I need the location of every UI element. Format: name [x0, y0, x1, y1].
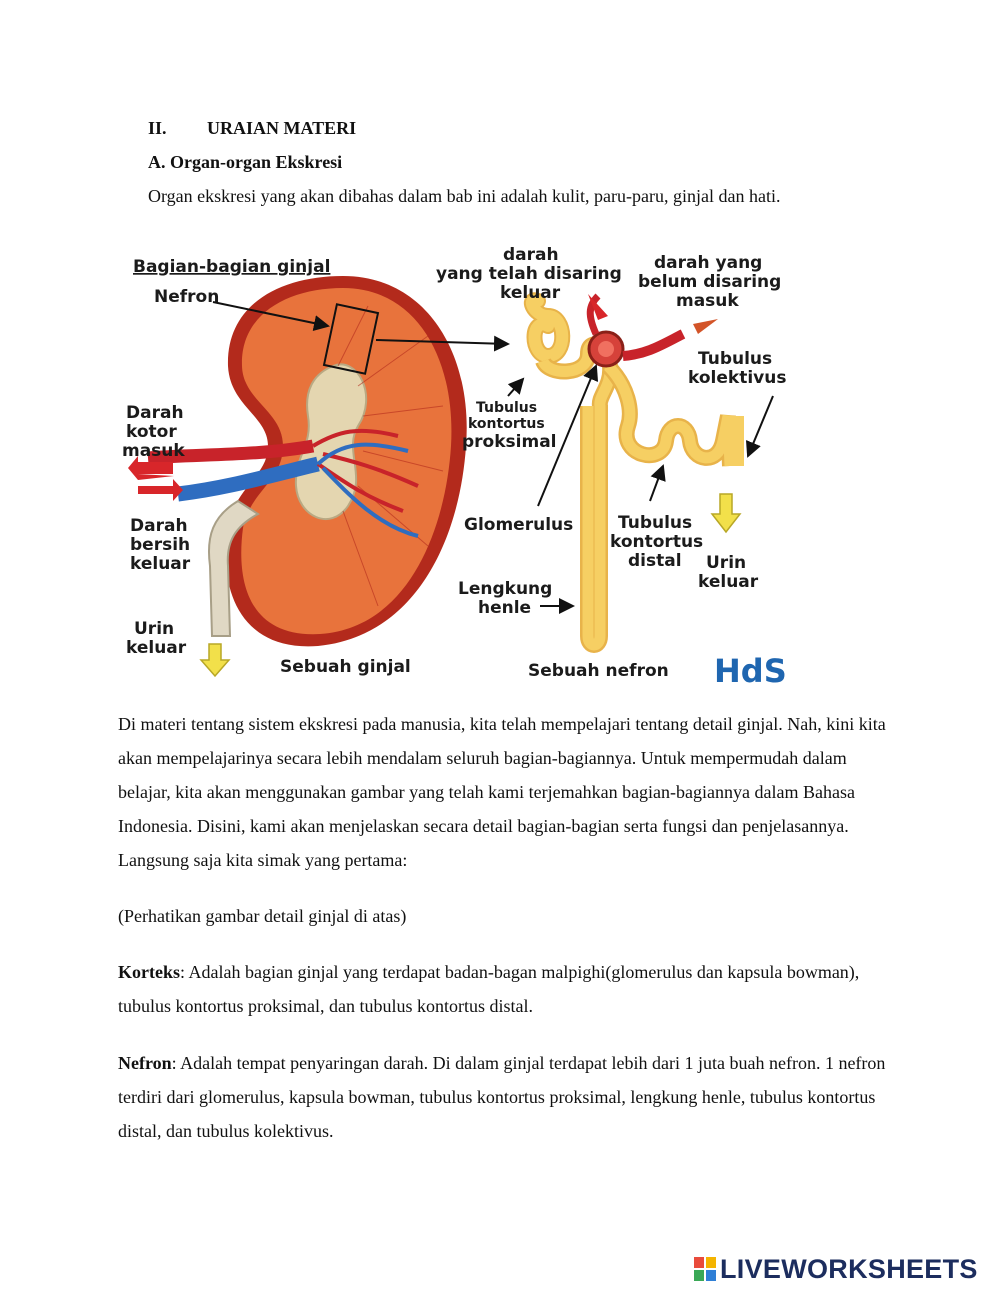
paragraph-nefron: Nefron: Adalah tempat penyaringan darah.…	[118, 1046, 898, 1148]
label-darah-belum-1: darah yang	[654, 253, 762, 273]
brand-name: LIVEWORKSHEETS	[720, 1254, 978, 1285]
label-tubulus-proksimal-2: kontortus	[468, 416, 545, 432]
liveworksheets-logo-icon	[694, 1257, 716, 1281]
label-urin-keluar-left-2: keluar	[126, 638, 187, 658]
label-darah-belum-3: masuk	[676, 291, 739, 311]
kidney-nephron-figure: Bagian-bagian ginjal Nefron Darah kotor …	[118, 236, 808, 696]
subsection-title: A. Organ-organ Ekskresi	[148, 152, 342, 173]
label-urin-keluar-right-2: keluar	[698, 572, 759, 592]
label-darah-bersih-keluar-2: bersih	[130, 535, 190, 555]
label-urin-keluar-left-1: Urin	[134, 619, 174, 639]
label-urin-keluar-right-1: Urin	[706, 553, 746, 573]
label-tubulus-kolektivus-1: Tubulus	[698, 349, 772, 369]
label-darah-kotor-masuk-2: kotor	[126, 422, 177, 442]
nephron-illustration	[532, 294, 736, 645]
label-darah-disaring-3: keluar	[500, 283, 561, 303]
label-nefron: Nefron	[154, 287, 219, 307]
label-sebuah-ginjal: Sebuah ginjal	[280, 657, 411, 677]
label-darah-kotor-masuk-3: masuk	[122, 441, 185, 461]
kidney-illustration	[128, 276, 467, 646]
label-sebuah-nefron: Sebuah nefron	[528, 661, 669, 681]
label-lengkung-henle-2: henle	[478, 598, 531, 618]
label-darah-disaring-2: yang telah disaring	[436, 264, 622, 284]
label-glomerulus: Glomerulus	[464, 515, 573, 535]
term-korteks: Korteks	[118, 962, 180, 982]
label-darah-belum-2: belum disaring	[638, 272, 781, 292]
figure-title: Bagian-bagian ginjal	[133, 257, 330, 277]
paragraph-intro-detail: Di materi tentang sistem ekskresi pada m…	[118, 707, 898, 877]
label-darah-bersih-keluar-1: Darah	[130, 516, 188, 536]
label-tubulus-kolektivus-2: kolektivus	[688, 368, 786, 388]
paragraph-note: (Perhatikan gambar detail ginjal di atas…	[118, 899, 898, 933]
label-tubulus-distal-2: kontortus	[610, 532, 703, 552]
label-darah-bersih-keluar-3: keluar	[130, 554, 191, 574]
label-tubulus-proksimal-1: Tubulus	[476, 400, 537, 416]
definition-korteks: : Adalah bagian ginjal yang terdapat bad…	[118, 962, 859, 1016]
label-tubulus-distal-1: Tubulus	[618, 513, 692, 533]
hds-watermark: HdS	[714, 652, 787, 690]
paragraph-korteks: Korteks: Adalah bagian ginjal yang terda…	[118, 955, 898, 1023]
section-title: URAIAN MATERI	[207, 118, 356, 139]
intro-text: Organ ekskresi yang akan dibahas dalam b…	[148, 186, 780, 207]
label-tubulus-distal-3: distal	[628, 551, 682, 571]
label-lengkung-henle-1: Lengkung	[458, 579, 552, 599]
label-tubulus-proksimal-3: proksimal	[462, 432, 557, 452]
term-nefron: Nefron	[118, 1053, 172, 1073]
label-darah-disaring-1: darah	[503, 245, 559, 265]
definition-nefron: : Adalah tempat penyaringan darah. Di da…	[118, 1053, 885, 1141]
label-darah-kotor-masuk-1: Darah	[126, 403, 184, 423]
liveworksheets-brand[interactable]: LIVEWORKSHEETS	[694, 1252, 978, 1286]
section-number: II.	[148, 118, 167, 139]
